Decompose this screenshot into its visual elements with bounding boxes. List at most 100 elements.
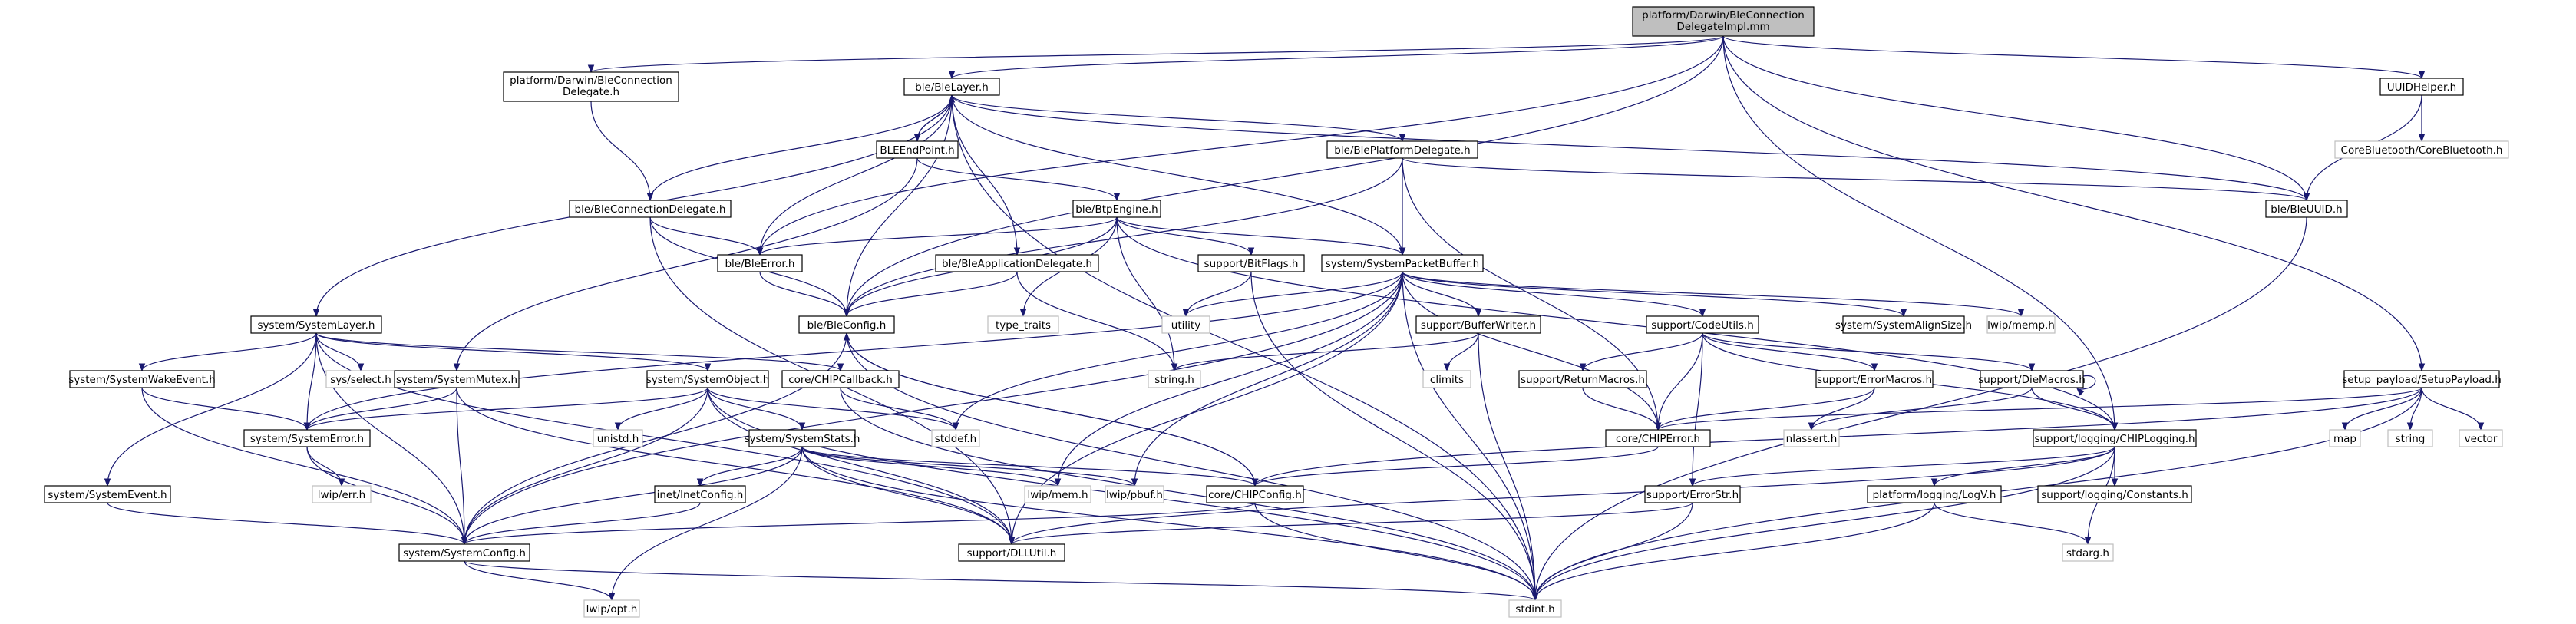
node-blelayer[interactable]: ble/BleLayer.h [903,78,1000,96]
node-btpengine[interactable]: ble/BtpEngine.h [1072,200,1161,218]
node-chipcallback[interactable]: core/CHIPCallback.h [781,370,900,388]
node-setuppayload[interactable]: setup_payload/SetupPayload.h [2342,370,2502,388]
node-errmacros[interactable]: support/ErrorMacros.h [1815,370,1934,388]
edge-line [141,332,317,371]
edge-arrowhead [2076,388,2085,396]
edge-line [916,157,1118,201]
node-retmacros[interactable]: support/ReturnMacros.h [1518,370,1647,388]
edge-sysobject-to-syserror [303,387,708,431]
edge-line [1722,35,2422,79]
node-box [1867,485,2002,503]
edge-bleplatdel-to-spb [1399,157,1406,256]
node-label: platform/Darwin/BleConnection [1642,9,1805,21]
node-corebt: CoreBluetooth/CoreBluetooth.h [2334,140,2509,159]
node-logv[interactable]: platform/logging/LogV.h [1867,485,2002,503]
node-label: ble/BleApplicationDelegate.h [942,258,1092,270]
edge-bleendpoint-to-blelayer [916,94,956,142]
edge-line [107,332,317,487]
node-chipconfig[interactable]: core/CHIPConfig.h [1206,485,1304,503]
edge-line [590,35,1724,73]
edge-line [1582,387,1659,431]
node-sysstats[interactable]: system/SystemStats.h [744,429,860,447]
node-root[interactable]: platform/Darwin/BleConnectionDelegateImp… [1632,6,1815,37]
node-string: string [2387,429,2433,447]
edge-arrowhead [453,363,461,372]
edge-line [1934,502,2089,545]
edge-sysstats-to-stdint [801,446,1539,602]
edge-arrowhead [1531,593,1539,602]
node-codeutils[interactable]: support/CodeUtils.h [1646,315,1759,334]
edge-arrowhead [1900,309,1907,318]
node-chiperror[interactable]: core/CHIPError.h [1605,429,1711,447]
node-label: system/SystemConfig.h [403,547,526,560]
edge-btpengine-to-bleerror [756,216,1118,256]
edge-line [464,560,1536,601]
node-box [654,485,746,503]
node-label: unistd.h [597,433,639,445]
node-inetconfig[interactable]: inet/InetConfig.h [654,485,746,503]
node-sysevent[interactable]: system/SystemEvent.h [44,485,171,503]
node-bleuuid[interactable]: ble/BleUUID.h [2265,200,2348,218]
edge-blelayer-to-spb [951,94,1406,256]
node-dllutil[interactable]: support/DLLUtil.h [958,543,1065,562]
edge-syslayer-to-sysselect [315,332,365,372]
node-spb[interactable]: system/SystemPacketBuffer.h [1321,254,1484,272]
edge-spb-to-bufwriter [1402,271,1482,318]
node-errorstr[interactable]: support/ErrorStr.h [1644,485,1741,503]
edge-line [846,35,1724,317]
edge-line [951,94,1403,256]
edge-bleappdel-to-bleconfig [843,271,1018,318]
edge-line [1934,446,2115,487]
edge-retmacros-to-chiperror [1582,387,1662,431]
edge-line [464,271,1403,545]
node-logconst[interactable]: support/logging/Constants.h [2037,485,2192,503]
node-syswake[interactable]: system/SystemWakeEvent.h [68,370,216,388]
edge-line [801,446,1135,487]
edge-arrowhead [1475,309,1482,318]
node-sysalign[interactable]: system/SystemAlignSize.h [1835,315,1972,334]
edge-line [1402,271,1536,601]
node-pdbcd[interactable]: platform/Darwin/BleConnectionDelegate.h [503,71,679,102]
edge-line [315,332,708,371]
edge-blelayer-to-bleappdel [951,94,1021,256]
node-bleappdel[interactable]: ble/BleApplicationDelegate.h [935,254,1099,272]
node-bleconfig[interactable]: ble/BleConfig.h [798,315,895,334]
node-chiplogging[interactable]: support/logging/CHIPLogging.h [2033,429,2197,447]
node-uuidhelper[interactable]: UUIDHelper.h [2379,78,2464,96]
edge-codeutils-to-errmacros [1702,332,1878,372]
node-bufwriter[interactable]: support/BufferWriter.h [1415,315,1541,334]
edge-line [1250,271,1536,601]
node-label: Delegate.h [563,86,619,98]
edge-line [1185,271,1403,317]
node-diemacros[interactable]: support/DieMacros.h [1978,370,2086,388]
edge-line [2421,387,2482,431]
node-syslayer[interactable]: system/SystemLayer.h [250,315,382,334]
edge-line [1702,332,1875,371]
edge-codeutils-to-diemacros [1702,332,2036,372]
edge-arrowhead [357,363,365,372]
node-label: ble/BleConnectionDelegate.h [575,203,726,216]
node-label: support/ErrorStr.h [1646,489,1739,501]
node-sysconfig[interactable]: system/SystemConfig.h [398,543,530,562]
edge-bleendpoint-to-sysmutex [453,157,918,372]
node-bitflags[interactable]: support/BitFlags.h [1197,254,1305,272]
edge-logv-to-stdint [1531,502,1935,602]
edge-line [464,502,1256,545]
edge-line [1185,271,1252,317]
edge-line [1402,271,1659,431]
edge-line [141,387,465,545]
node-bleconndel[interactable]: ble/BleConnectionDelegate.h [569,200,732,218]
node-bleendpoint[interactable]: BLEEndPoint.h [876,140,959,159]
node-label: support/logging/Constants.h [2041,489,2188,501]
edge-arrowhead [461,537,468,546]
node-sysobject[interactable]: system/SystemObject.h [646,370,770,388]
node-sysmutex[interactable]: system/SystemMutex.h [394,370,520,388]
edge-line [306,387,457,431]
node-syserror[interactable]: system/SystemError.h [243,429,371,447]
node-box [1072,200,1161,218]
node-bleerror[interactable]: ble/BleError.h [717,254,803,272]
node-bleplatdel[interactable]: ble/BlePlatformDelegate.h [1326,140,1478,159]
edge-btpengine-to-bitflags [1116,216,1255,256]
node-label: system/SystemLayer.h [258,319,375,332]
